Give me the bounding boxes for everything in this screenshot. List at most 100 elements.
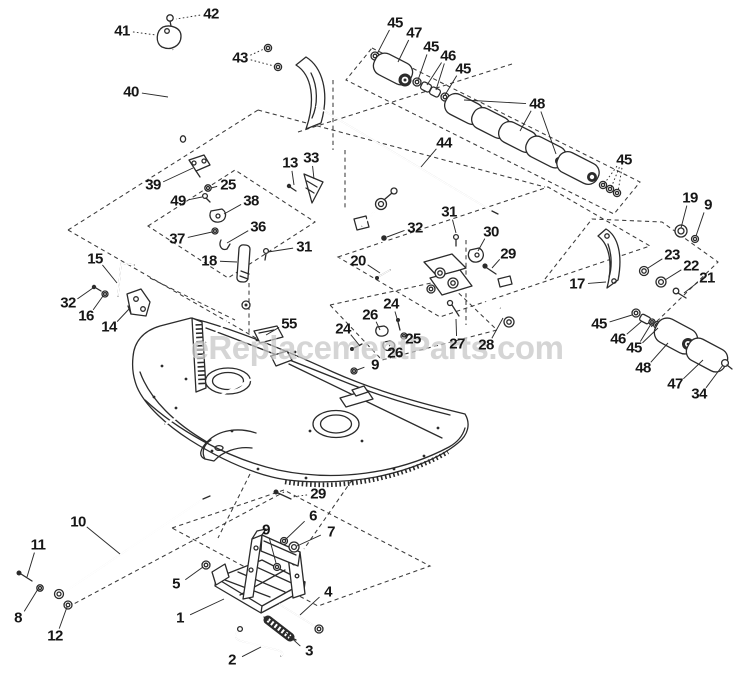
callout-42: 42 [175, 6, 220, 23]
callout-48: 48 [463, 96, 557, 155]
part-number-label: 13 [282, 155, 298, 172]
leader-line [285, 632, 301, 647]
part-number-label: 38 [243, 193, 259, 210]
leader-line [58, 606, 68, 629]
part-number-label: 45 [387, 15, 403, 32]
leader-line [223, 204, 242, 215]
deck-skirt-hatching [284, 450, 450, 488]
part-number-label: 17 [569, 276, 585, 293]
callout-14: 14 [101, 307, 131, 336]
callout-49: 49 [170, 193, 203, 210]
leader-line [188, 196, 203, 201]
lever-linkage-parts [188, 154, 231, 251]
lift-link-rod-10 [16, 495, 211, 610]
callout-45: 45 [603, 152, 633, 193]
callout-4: 4 [299, 584, 334, 616]
callout-29: 29 [491, 246, 517, 269]
callout-15: 15 [87, 251, 118, 284]
part-number-label: 25 [220, 177, 236, 194]
callout-17: 17 [569, 276, 607, 293]
callout-7: 7 [296, 524, 336, 547]
part-number-label: 42 [203, 6, 219, 23]
callout-38: 38 [223, 193, 260, 215]
part-number-label: 36 [250, 219, 266, 236]
callout-12: 12 [47, 606, 68, 645]
leader-line [477, 238, 486, 252]
callout-32: 32 [386, 220, 424, 238]
callout-6: 6 [284, 508, 318, 541]
callout-48: 48 [635, 342, 669, 377]
leader-line [299, 596, 320, 616]
part-number-label: 16 [78, 308, 94, 325]
part-number-label: 29 [310, 486, 326, 503]
bolt-29-bottom [273, 489, 279, 495]
part-number-label: 39 [145, 177, 161, 194]
callout-32: 32 [60, 287, 94, 312]
part-number-label: 19 [682, 190, 698, 207]
deck-rivet-holes [152, 338, 440, 483]
part-number-label: 11 [31, 537, 46, 554]
part-number-label: 26 [387, 345, 403, 362]
leader-line [367, 264, 381, 274]
left-lever-and-plate [91, 262, 151, 317]
callout-19: 19 [680, 190, 699, 229]
leader-line [386, 230, 405, 238]
callout-28: 28 [478, 317, 504, 354]
callout-24: 24 [383, 296, 401, 323]
part-number-label: 2 [228, 652, 236, 669]
deck-mount-bracket-assembly [201, 489, 324, 657]
callout-25: 25 [402, 331, 422, 348]
callout-16: 16 [78, 295, 104, 325]
part-number-label: 45 [626, 340, 642, 357]
leader-line [226, 230, 249, 244]
part-number-label: 14 [101, 319, 118, 336]
callout-36: 36 [226, 219, 267, 244]
lever-ball-42 [166, 14, 174, 22]
callout-9: 9 [695, 197, 713, 237]
part-number-label: 55 [281, 316, 297, 333]
part-number-label: 46 [610, 331, 626, 348]
bracket-left-post [242, 534, 263, 600]
leader-line [426, 62, 442, 86]
right-gauge-rollers [631, 308, 733, 373]
leader-line [312, 165, 315, 180]
part-number-label: 3 [305, 643, 313, 660]
leader-line [452, 219, 457, 234]
callout-2: 2 [228, 646, 262, 669]
part-number-label: 5 [172, 576, 180, 593]
part-number-label: 15 [87, 251, 103, 268]
bolt-27 [446, 299, 454, 307]
callout-25: 25 [210, 177, 237, 194]
bolt-11 [16, 570, 22, 576]
callout-20: 20 [350, 253, 381, 274]
lever-guide-bracket [263, 43, 326, 130]
callout-31: 31 [441, 204, 458, 234]
callout-24: 24 [335, 321, 361, 347]
part-number-label: 41 [114, 23, 130, 40]
callout-29: 29 [291, 486, 327, 503]
callout-10: 10 [70, 514, 121, 555]
leader-line [695, 212, 705, 237]
bolt-21 [672, 287, 680, 295]
part-number-label: 45 [455, 61, 471, 78]
nut-7 [288, 541, 300, 553]
leader-line [26, 552, 35, 578]
callout-31: 31 [267, 239, 313, 256]
nut-9-right [690, 234, 700, 244]
leader-line [397, 39, 410, 63]
deck-mount-plate [253, 325, 284, 344]
leader-line [375, 321, 381, 331]
leader-line [394, 311, 399, 323]
leader-line [141, 92, 169, 98]
leader-line [705, 364, 724, 389]
leader-line [444, 75, 458, 96]
deck-housing [131, 300, 469, 488]
part-number-label: 6 [309, 508, 317, 525]
leader-line [92, 295, 104, 311]
part-number-label: 48 [529, 96, 545, 113]
callout-45: 45 [591, 314, 633, 333]
leader-line [268, 537, 277, 564]
leader-line [650, 342, 669, 363]
part-number-label: 27 [449, 336, 465, 353]
callout-1: 1 [176, 598, 225, 627]
